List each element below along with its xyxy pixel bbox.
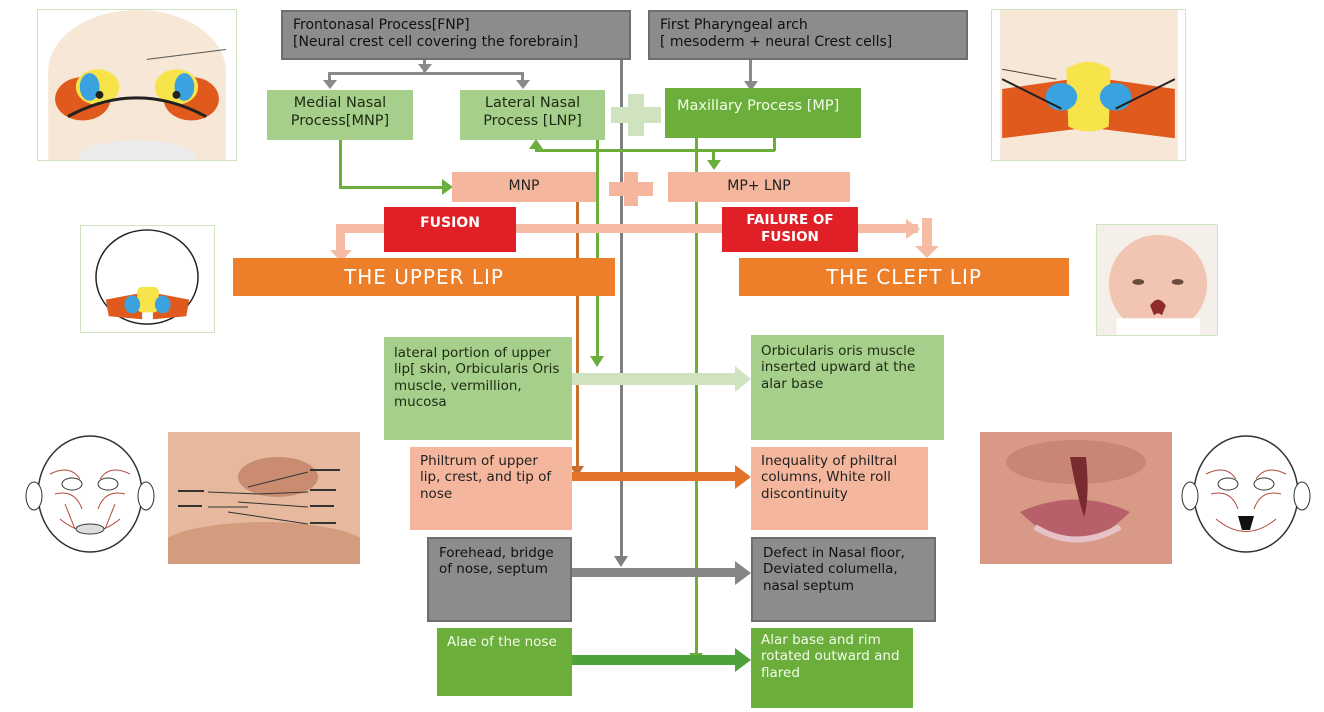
combined-mplnp-label: MP+ LNP [727, 178, 791, 194]
embryo-face-right-icon [991, 9, 1186, 161]
right-box-alar-base: Alar base and rim rotated outward and fl… [751, 628, 913, 708]
mnp-to-combined-line [339, 186, 443, 189]
fusion-label-box: FUSION [384, 207, 516, 252]
embryo-face-small-icon [80, 225, 215, 333]
facial-muscles-right-icon [1181, 435, 1311, 553]
lnp-title: Lateral Nasal [484, 95, 581, 111]
cleft-lip-title: THE CLEFT LIP [826, 265, 982, 289]
fnp-title: Frontonasal Process[FNP] [293, 17, 470, 33]
right-box-orbicularis-text: Orbicularis oris muscle inserted upward … [761, 343, 916, 392]
arrow-lateral-head [735, 366, 751, 392]
lnp-subtitle: Process [LNP] [483, 112, 582, 129]
mnp-long-brown-line [576, 202, 579, 470]
fnp-to-lnp-arrowhead [516, 80, 530, 89]
fnp-box: Frontonasal Process[FNP] [Neural crest c… [281, 10, 631, 60]
upper-lip-drop-line [336, 224, 345, 252]
failure-label-line2: FUSION [761, 228, 819, 245]
left-box-lateral-portion-text: lateral portion of upper lip[ skin, Orbi… [394, 345, 560, 411]
left-box-alae: Alae of the nose [437, 628, 572, 696]
failure-label-line1: FAILURE OF [746, 212, 834, 228]
right-box-alar-base-text: Alar base and rim rotated outward and fl… [761, 632, 900, 681]
combined-mnp-box: MNP [452, 172, 596, 202]
mnp-to-combined-arrowhead [442, 179, 453, 195]
fnp-to-lnp-line [521, 72, 524, 82]
embryo-face-left-icon [37, 9, 237, 161]
first-arch-title: First Pharyngeal arch [660, 17, 808, 33]
cleft-lip-drop-arrowhead [915, 246, 939, 258]
baby-cleft-lip-photo [1096, 224, 1218, 336]
left-box-lateral-portion: lateral portion of upper lip[ skin, Orbi… [384, 337, 572, 440]
fnp-center-arrowhead [418, 64, 432, 73]
arrow-philtrum-shaft [572, 472, 736, 481]
arrow-forehead-head [735, 561, 751, 585]
left-box-alae-text: Alae of the nose [447, 634, 557, 650]
combined-mnp-label: MNP [508, 178, 540, 194]
fnp-long-gray-line [620, 60, 623, 560]
link-to-lnp-arrowhead [529, 139, 543, 149]
plus-icon-combined [609, 172, 653, 206]
lnp-box: Lateral Nasal Process [LNP] [460, 90, 605, 140]
upper-lip-banner: THE UPPER LIP [233, 258, 615, 296]
fusion-horizontal-bar [336, 224, 918, 233]
right-box-inequality: Inequality of philtral columns, White ro… [751, 447, 928, 530]
fnp-to-mnp-arrowhead [323, 80, 337, 89]
annotated-lip-photo [168, 432, 360, 564]
first-arch-subtitle: [ mesoderm + neural Crest cells] [660, 34, 893, 51]
fnp-to-mnp-line [328, 72, 331, 82]
to-mplnp-arrowhead [707, 160, 721, 170]
cleft-lip-banner: THE CLEFT LIP [739, 258, 1069, 296]
left-box-philtrum: Philtrum of upper lip, crest, and tip of… [410, 447, 572, 530]
lnp-to-mplnp-line [712, 151, 715, 161]
arrow-lateral-shaft [572, 373, 736, 385]
left-box-philtrum-text: Philtrum of upper lip, crest, and tip of… [420, 453, 552, 502]
arch-to-mp-arrowhead [744, 81, 758, 91]
right-box-nasal-defect-text: Defect in Nasal floor, Deviated columell… [763, 545, 905, 594]
mp-title: Maxillary Process [MP] [677, 98, 840, 114]
arrow-alae-head [735, 648, 751, 672]
left-box-forehead-text: Forehead, bridge of nose, septum [439, 545, 554, 578]
mp-down-stub [773, 138, 776, 151]
fnp-long-gray-arrowhead [614, 556, 628, 567]
left-box-forehead: Forehead, bridge of nose, septum [427, 537, 572, 622]
arrow-forehead-shaft [572, 568, 736, 577]
cleft-lip-closeup-photo [980, 432, 1172, 564]
right-box-nasal-defect: Defect in Nasal floor, Deviated columell… [751, 537, 936, 622]
fusion-right-arrowhead [906, 219, 920, 239]
mnp-down-line [339, 140, 342, 188]
lnp-long-green-line [596, 140, 599, 358]
mp-long-green-line [695, 138, 698, 656]
lnp-long-green-arrowhead [590, 356, 604, 367]
facial-muscles-left-icon [25, 435, 155, 553]
plus-icon [611, 94, 661, 136]
mp-lnp-link-line [535, 149, 775, 152]
mp-box: Maxillary Process [MP] [665, 88, 861, 138]
fnp-branch-bar [328, 72, 524, 75]
right-box-inequality-text: Inequality of philtral columns, White ro… [761, 453, 898, 502]
arch-to-mp-line [749, 60, 752, 82]
combined-mplnp-box: MP+ LNP [668, 172, 850, 202]
failure-of-fusion-box: FAILURE OF FUSION [722, 207, 858, 252]
mnp-title: Medial Nasal [293, 95, 387, 111]
upper-lip-title: THE UPPER LIP [343, 265, 504, 289]
fusion-label: FUSION [420, 215, 480, 231]
first-arch-box: First Pharyngeal arch [ mesoderm + neura… [648, 10, 968, 60]
fnp-subtitle: [Neural crest cell covering the forebrai… [293, 34, 579, 51]
mnp-subtitle: Process[MNP] [290, 112, 390, 129]
mnp-box: Medial Nasal Process[MNP] [267, 90, 413, 140]
right-box-orbicularis: Orbicularis oris muscle inserted upward … [751, 335, 944, 440]
mnp-long-brown-arrowhead [570, 466, 584, 477]
arrow-philtrum-head [735, 465, 751, 489]
cleft-lip-drop-line [922, 218, 932, 248]
arrow-alae-shaft [572, 655, 736, 665]
